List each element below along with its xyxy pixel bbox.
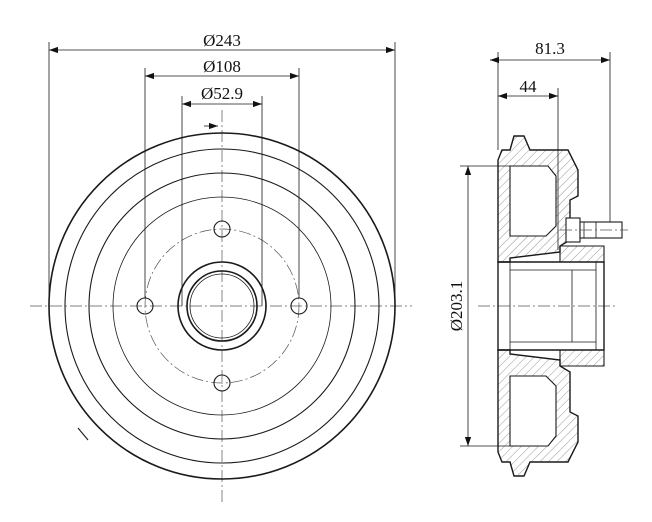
side-view: 81.3 44 Ø203.1 [447, 39, 628, 477]
locator-tick-bottom-left [77, 427, 89, 441]
drum-outer-ring-2 [64, 148, 380, 464]
center-bore-chamfer [189, 273, 255, 339]
bolt-circle-centerline [144, 228, 300, 384]
hub-shoulder-upper [559, 245, 605, 263]
dim-braking-surface-label: Ø203.1 [447, 281, 466, 332]
dim-inner-depth-label: 44 [520, 77, 538, 96]
wheel-stud [560, 217, 628, 243]
drum-inner-lower [509, 375, 557, 447]
center-bore [186, 270, 258, 342]
bolt-hole-top [213, 220, 231, 238]
bolt-hole-bottom [213, 374, 231, 392]
dim-total-width-label: 81.3 [535, 39, 565, 58]
dim-center-bore-label: Ø52.9 [201, 84, 243, 103]
hub-outer [177, 261, 267, 351]
front-view: Ø243 Ø108 Ø52.9 [30, 31, 412, 505]
hub-shoulder-lower [559, 349, 605, 367]
dim-outer-label: Ø243 [203, 31, 241, 50]
dim-bolt-circle-label: Ø108 [203, 57, 241, 76]
drum-braking-ring [88, 172, 356, 440]
drum-inner-upper [509, 165, 557, 237]
drum-inner-ring [112, 196, 332, 416]
